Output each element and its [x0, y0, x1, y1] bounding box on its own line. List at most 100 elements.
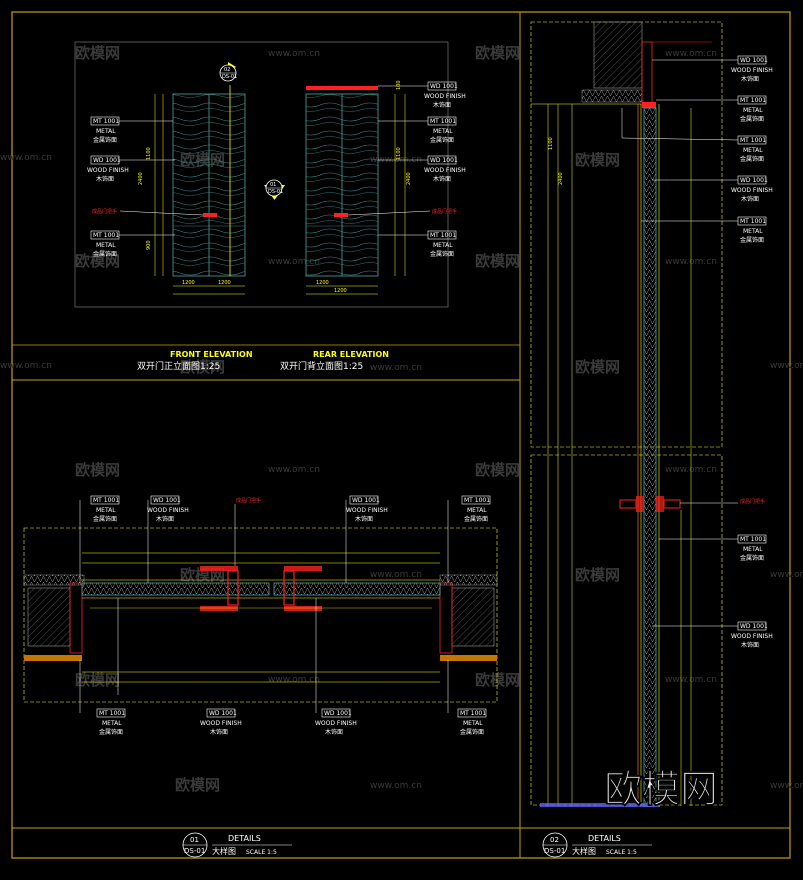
- svg-text:01: 01: [190, 836, 199, 844]
- detail-01-section: [23, 527, 498, 703]
- d1-tag-handle: 成品门把手: [234, 497, 261, 566]
- rear-elevation-door: 1200 1200 1100 2400 100: [305, 80, 412, 295]
- section-marker-top: 02 DS-01: [219, 62, 237, 82]
- svg-text:木饰面: 木饰面: [156, 515, 174, 523]
- svg-text:SCALE 1:5: SCALE 1:5: [606, 849, 637, 856]
- watermark-logo: 欧模网: [604, 767, 719, 812]
- rear-tag-wood: WD 1001 WOOD FINISH 木饰面: [378, 155, 466, 183]
- svg-text:1200: 1200: [218, 280, 231, 286]
- front-tag-metal-bottom: MT 1001 METAL 金属饰面: [90, 230, 175, 258]
- svg-text:DS-01: DS-01: [544, 847, 565, 855]
- d1-tag-metal-bottom-right: MT 1001 METAL 金属饰面: [447, 660, 487, 736]
- svg-text:WD 1001: WD 1001: [153, 497, 181, 504]
- svg-text:欧模网: 欧模网: [180, 358, 225, 376]
- svg-text:METAL: METAL: [96, 128, 116, 135]
- svg-text:METAL: METAL: [96, 242, 116, 249]
- svg-text:欧模网: 欧模网: [475, 461, 520, 479]
- svg-text:www.om.cn: www.om.cn: [0, 361, 52, 371]
- section-marker-mid: 01 DS-01: [264, 179, 285, 200]
- svg-text:木饰面: 木饰面: [433, 175, 451, 183]
- svg-text:金属饰面: 金属饰面: [430, 250, 454, 258]
- svg-text:MT 1001: MT 1001: [430, 118, 456, 125]
- svg-text:MT 1001: MT 1001: [430, 232, 456, 239]
- svg-text:成品门把手: 成品门把手: [432, 208, 457, 215]
- d1-tag-wood-top-right: WD 1001 WOOD FINISH 木饰面: [345, 495, 388, 583]
- front-tag-handle: 成品门把手: [92, 208, 204, 216]
- detail-02-section: 1100 2400: [530, 21, 723, 807]
- svg-text:欧模网: 欧模网: [175, 776, 220, 794]
- details-01-title: 01 DS-01 DETAILS 大样图 SCALE 1:5: [182, 832, 292, 858]
- d2-tag-metal-4: MT 1001 METAL 金属饰面: [659, 534, 767, 562]
- d2-tag-handle: 成品门把手: [680, 498, 765, 505]
- svg-text:WOOD FINISH: WOOD FINISH: [424, 167, 466, 174]
- svg-text:www.om.cn: www.om.cn: [268, 49, 320, 59]
- d1-tag-metal-top-left: MT 1001 METAL 金属饰面: [79, 495, 120, 583]
- svg-text:木饰面: 木饰面: [741, 641, 759, 649]
- svg-text:WOOD FINISH: WOOD FINISH: [200, 720, 242, 727]
- svg-text:DS-01: DS-01: [268, 189, 283, 195]
- svg-text:WD 1001: WD 1001: [430, 157, 458, 164]
- svg-text:www.om.cn: www.om.cn: [370, 570, 422, 580]
- svg-text:MT 1001: MT 1001: [464, 497, 490, 504]
- svg-text:100: 100: [396, 80, 402, 90]
- rear-elevation-title: REAR ELEVATION 双开门背立面图1:25: [280, 350, 389, 372]
- svg-text:金属饰面: 金属饰面: [740, 115, 764, 123]
- sheet-frame: [11, 11, 791, 859]
- svg-text:METAL: METAL: [743, 147, 763, 154]
- svg-text:成品门把手: 成品门把手: [740, 498, 765, 505]
- svg-text:2400: 2400: [558, 172, 564, 185]
- d1-tag-wood-bottom-right: WD 1001 WOOD FINISH 木饰面: [315, 598, 357, 736]
- svg-text:www.om.cn: www.om.cn: [0, 153, 52, 163]
- svg-text:WOOD FINISH: WOOD FINISH: [147, 507, 189, 514]
- svg-text:01: 01: [270, 182, 276, 188]
- svg-text:www.om.cn: www.om.cn: [770, 781, 803, 791]
- front-tag-wood: WD 1001 WOOD FINISH 木饰面: [87, 155, 175, 183]
- svg-text:WOOD FINISH: WOOD FINISH: [315, 720, 357, 727]
- svg-text:木饰面: 木饰面: [210, 728, 228, 736]
- svg-text:SCALE 1:5: SCALE 1:5: [246, 849, 277, 856]
- svg-text:WD 1001: WD 1001: [740, 177, 768, 184]
- svg-text:欧模网: 欧模网: [475, 252, 520, 270]
- svg-text:MT 1001: MT 1001: [740, 536, 766, 543]
- svg-text:www.om.cn: www.om.cn: [268, 675, 320, 685]
- svg-text:木饰面: 木饰面: [433, 101, 451, 109]
- svg-text:WD 1001: WD 1001: [740, 57, 768, 64]
- svg-text:WD 1001: WD 1001: [352, 497, 380, 504]
- svg-text:MT 1001: MT 1001: [460, 710, 486, 717]
- svg-text:www.om.cn: www.om.cn: [370, 781, 422, 791]
- svg-text:金属饰面: 金属饰面: [464, 515, 488, 523]
- svg-text:欧模网: 欧模网: [575, 151, 620, 169]
- svg-text:www.om.cn: www.om.cn: [268, 465, 320, 475]
- d2-tag-metal-3: MT 1001 METAL 金属饰面: [641, 216, 767, 244]
- svg-text:DETAILS: DETAILS: [228, 834, 261, 843]
- svg-text:木饰面: 木饰面: [325, 728, 343, 736]
- svg-text:METAL: METAL: [433, 128, 453, 135]
- svg-text:WD 1001: WD 1001: [93, 157, 121, 164]
- svg-text:WOOD FINISH: WOOD FINISH: [87, 167, 129, 174]
- svg-text:金属饰面: 金属饰面: [740, 236, 764, 244]
- svg-text:金属饰面: 金属饰面: [740, 554, 764, 562]
- svg-text:欧模网: 欧模网: [575, 566, 620, 584]
- d2-tag-wood-2: WD 1001 WOOD FINISH 木饰面: [652, 175, 773, 203]
- svg-text:2400: 2400: [138, 172, 144, 185]
- d1-tag-metal-bottom-left: MT 1001 METAL 金属饰面: [79, 660, 126, 736]
- svg-text:MT 1001: MT 1001: [740, 218, 766, 225]
- svg-text:木饰面: 木饰面: [96, 175, 114, 183]
- svg-text:金属饰面: 金属饰面: [430, 136, 454, 144]
- d2-tag-metal-2: MT 1001 METAL 金属饰面: [621, 108, 767, 163]
- svg-text:02: 02: [550, 836, 559, 844]
- front-elevation-title: FRONT ELEVATION 双开门正立面图1:25: [137, 350, 253, 372]
- svg-text:1100: 1100: [396, 147, 402, 160]
- svg-text:木饰面: 木饰面: [741, 195, 759, 203]
- svg-text:WOOD FINISH: WOOD FINISH: [424, 93, 466, 100]
- svg-text:WOOD FINISH: WOOD FINISH: [346, 507, 388, 514]
- svg-text:金属饰面: 金属饰面: [93, 250, 117, 258]
- front-elevation-door: 1200 1200 1100 2400 900: [138, 85, 246, 295]
- svg-text:1200: 1200: [316, 280, 329, 286]
- svg-text:www.om.cn: www.om.cn: [665, 49, 717, 59]
- svg-text:1100: 1100: [146, 147, 152, 160]
- svg-text:METAL: METAL: [433, 242, 453, 249]
- svg-text:成品门把手: 成品门把手: [236, 497, 261, 504]
- svg-text:METAL: METAL: [743, 546, 763, 553]
